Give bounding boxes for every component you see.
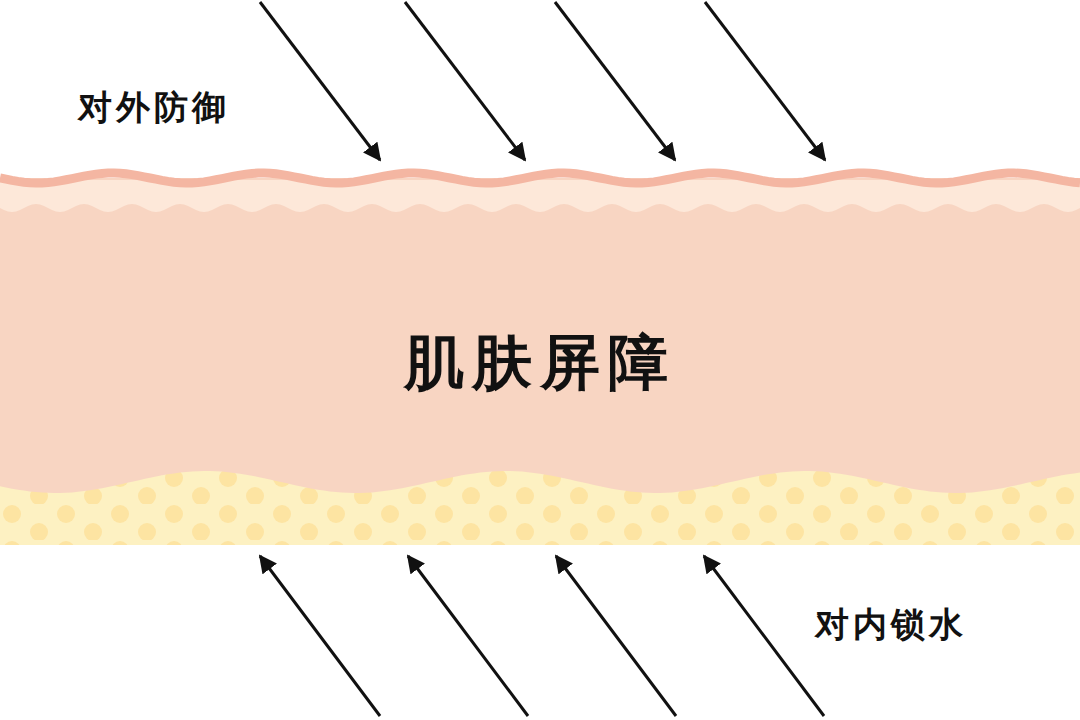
side-label: 对外防御: [78, 85, 230, 131]
skin-barrier-band: 肌肤屏障: [0, 165, 1080, 550]
band-title: 肌肤屏障: [404, 323, 676, 404]
side-label: 对内锁水: [815, 602, 967, 648]
